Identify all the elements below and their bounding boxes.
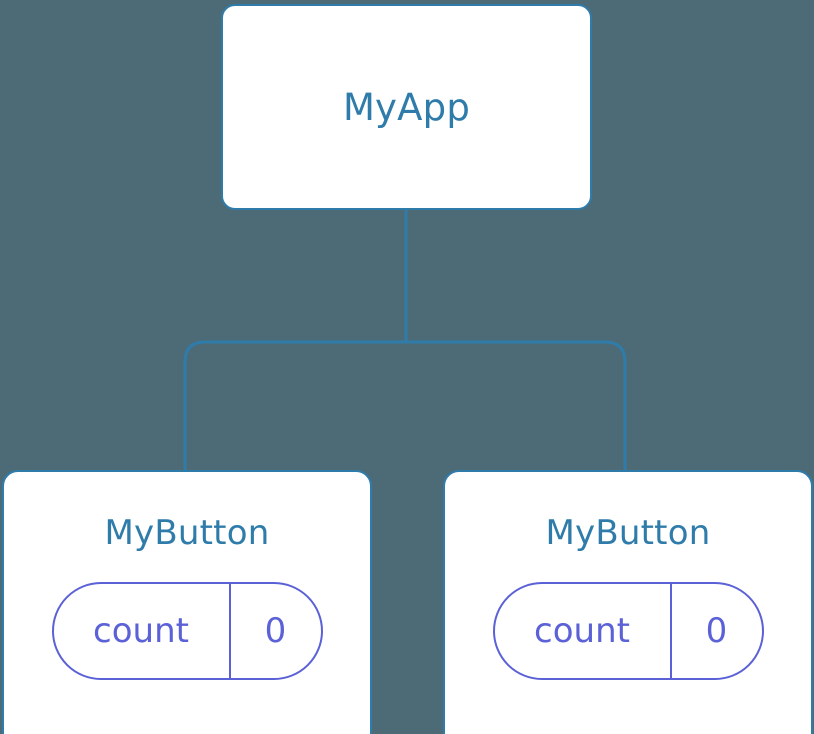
edge-root-to-child-2 — [406, 340, 627, 470]
state-key-label: count — [495, 584, 672, 678]
state-pill-count-1[interactable]: count 0 — [51, 582, 323, 680]
state-value-label: 0 — [705, 611, 728, 651]
node-mybutton-1-title: MyButton — [104, 513, 270, 553]
node-mybutton-2[interactable]: MyButton count 0 — [443, 470, 813, 734]
node-mybutton-2-title: MyButton — [545, 513, 711, 553]
edge-root-to-child-1 — [183, 340, 406, 470]
state-key-label: count — [54, 584, 231, 678]
state-value-label: 0 — [264, 611, 287, 651]
state-pill-count-2[interactable]: count 0 — [492, 582, 764, 680]
node-mybutton-1[interactable]: MyButton count 0 — [2, 470, 372, 734]
node-myapp[interactable]: MyApp — [221, 4, 592, 210]
node-myapp-title: MyApp — [342, 85, 471, 129]
